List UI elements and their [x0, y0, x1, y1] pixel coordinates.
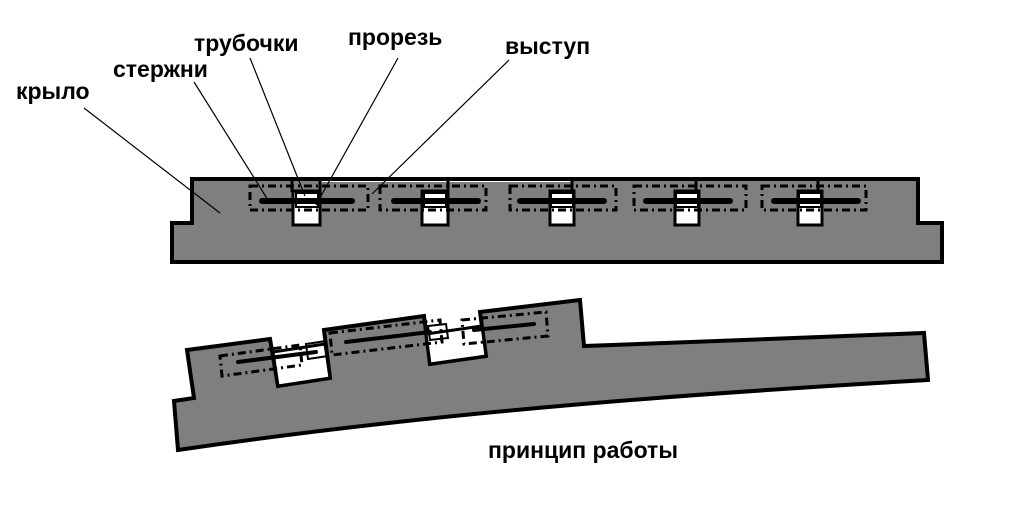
tube	[328, 318, 444, 357]
rod-clip	[304, 339, 330, 361]
tube	[760, 184, 868, 212]
tube	[378, 184, 488, 212]
leader-ledge	[371, 59, 510, 195]
rod	[344, 330, 432, 344]
label-rods: стержни	[113, 56, 208, 82]
slot	[271, 342, 332, 388]
rod-clip	[798, 192, 822, 208]
label-tubes: трубочки	[194, 30, 299, 56]
tube	[248, 184, 370, 212]
rod-clip	[423, 192, 447, 208]
caption: принцип работы	[488, 437, 678, 463]
bent-wing-assembly	[171, 297, 931, 453]
tube	[460, 310, 550, 346]
leader-wing	[83, 107, 221, 214]
rod-clip	[550, 192, 574, 208]
rod-clip	[675, 192, 699, 208]
label-ledge: выступ	[505, 33, 590, 59]
tube	[508, 184, 618, 212]
straight-wing-assembly	[170, 177, 944, 264]
labels: крыло стержни трубочки прорезь выступ	[16, 24, 590, 104]
rod	[236, 350, 318, 364]
label-wing: крыло	[16, 78, 90, 104]
leader-slot	[315, 57, 399, 206]
rod-clip	[295, 192, 319, 208]
rod-clip	[426, 322, 450, 342]
leader-tubes	[249, 57, 306, 197]
rod	[472, 322, 536, 332]
leader-rods	[193, 81, 269, 201]
leader-lines	[83, 57, 510, 214]
tube	[632, 184, 748, 212]
label-slot: прорезь	[348, 24, 442, 50]
